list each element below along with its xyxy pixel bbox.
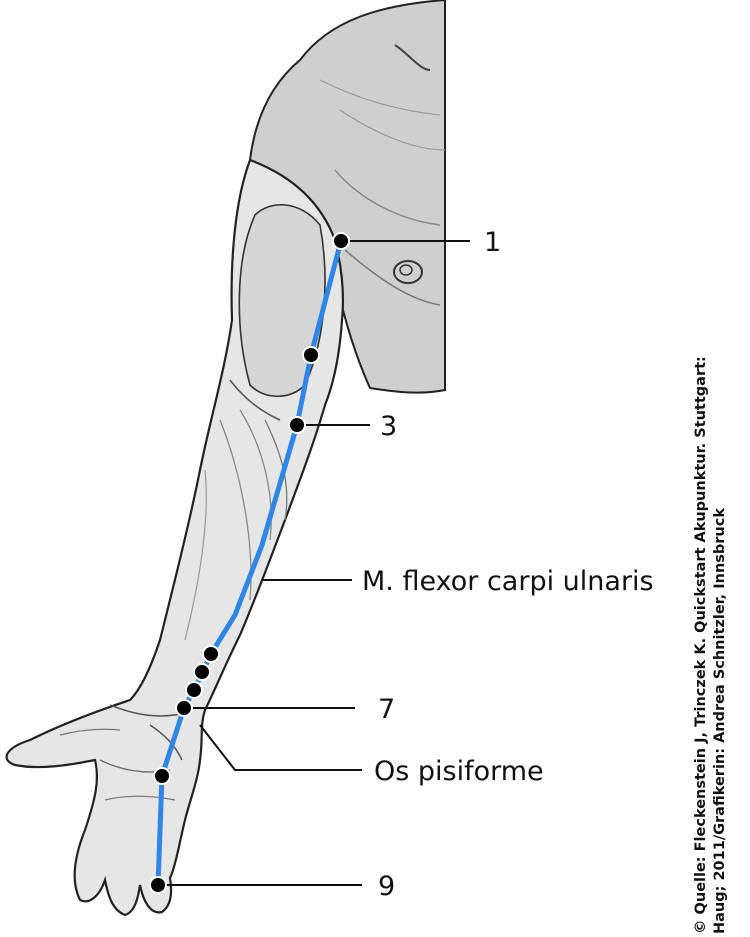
label-bone: Os pisiforme	[374, 756, 544, 787]
acupoint-3	[288, 416, 306, 434]
chest-region	[248, 0, 446, 394]
acupoint-1	[332, 232, 350, 250]
acupoint-6	[185, 681, 203, 699]
label-point-1: 1	[484, 227, 501, 258]
label-point-9: 9	[378, 871, 395, 902]
label-muscle: M. flexor carpi ulnaris	[362, 566, 654, 597]
acupoint-5	[193, 663, 211, 681]
label-point-3: 3	[380, 411, 397, 442]
acupoints	[149, 232, 350, 894]
acupoint-2	[302, 346, 320, 364]
leader-lines	[158, 240, 470, 886]
image-credit: © Quelle: Fleckenstein J, Trinczek K. Qu…	[692, 356, 730, 934]
arm-silhouette	[5, 158, 345, 917]
leader-line-bone	[199, 724, 362, 771]
heart-meridian-line	[155, 240, 344, 886]
acupoint-9	[149, 876, 167, 894]
acupoint-4	[202, 645, 220, 663]
acupoint-8	[153, 767, 171, 785]
credit-line-2: Haug; 2011/Grafikerin: Andrea Schnitzler…	[712, 508, 728, 934]
label-point-7: 7	[378, 694, 395, 725]
nipple-icon	[393, 260, 423, 284]
credit-line-1: © Quelle: Fleckenstein J, Trinczek K. Qu…	[693, 356, 709, 934]
acupoint-7	[175, 699, 193, 717]
